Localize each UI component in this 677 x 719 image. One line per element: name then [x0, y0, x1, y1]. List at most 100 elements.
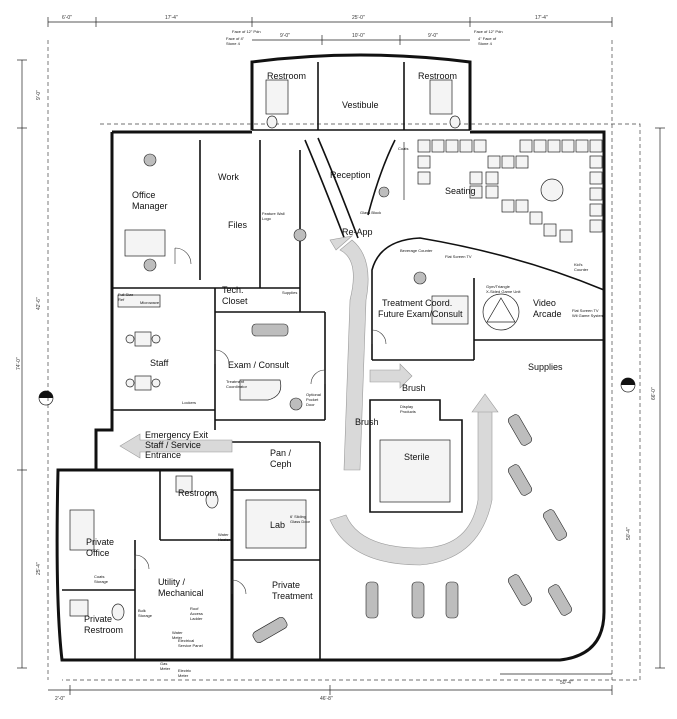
label-office-manager-1: Office [132, 190, 155, 200]
label-treatment-coord-2: Future Exam/Consult [378, 309, 463, 319]
dim-top-1: 6'-0" [62, 15, 72, 21]
note-glass-block: Glass Block [360, 210, 381, 215]
label-private-office-1: Private [86, 537, 114, 547]
dim-bottom-3: 50'-4" [560, 680, 573, 686]
label-private-office-2: Office [86, 548, 109, 558]
dim-top-sub-2: 10'-0" [352, 33, 365, 39]
note-beverage-counter: Beverage Counter [400, 248, 433, 253]
label-treatment-coord: Treatment Coord.Future Exam/Consult [378, 298, 463, 319]
note-face-4-left: Face of 4"Stone 4 [226, 36, 245, 46]
label-staff: Staff [150, 358, 169, 368]
label-pan-ceph: Pan /Ceph [270, 448, 292, 469]
plan-notes: Face of 12" Pdn Face of 4"Stone 4 Face o… [94, 29, 605, 678]
label-tech-closet: Tech.Closet [222, 285, 248, 306]
dim-bottom-2: 46'-8" [320, 696, 333, 702]
dimension-lines [17, 17, 665, 695]
label-restroom-staff: Restroom [178, 488, 217, 498]
label-office-manager-2: Manager [132, 201, 168, 211]
label-seating: Seating [445, 186, 476, 196]
label-video-arcade-1: Video [533, 298, 556, 308]
label-sterile: Sterile [404, 452, 430, 462]
label-utility-1: Utility / [158, 577, 185, 587]
label-emergency-exit-3: Entrance [145, 450, 181, 460]
dim-right-1: 66'-0" [651, 387, 657, 400]
dental-chairs [143, 153, 573, 644]
label-private-restroom-1: Private [84, 614, 112, 624]
label-emergency-exit-2: Staff / Service [145, 440, 201, 450]
note-flat-screen: Flat Screen TV [445, 254, 472, 259]
label-vestibule: Vestibule [342, 100, 379, 110]
dim-left-4: 25'-4" [36, 562, 42, 575]
label-pan-ceph-1: Pan / [270, 448, 292, 458]
label-private-treatment-2: Treatment [272, 591, 313, 601]
label-supplies: Supplies [528, 362, 563, 372]
label-work: Work [218, 172, 239, 182]
note-face-12-right: Face of 12" Pdn [474, 29, 503, 34]
label-private-restroom-2: Restroom [84, 625, 123, 635]
label-private-treatment-1: Private [272, 580, 300, 590]
dim-top-sub-1: 9'-0" [280, 33, 290, 39]
label-treatment-coord-1: Treatment Coord. [382, 298, 452, 308]
label-exam-consult: Exam / Consult [228, 360, 290, 370]
label-utility: Utility /Mechanical [158, 577, 204, 598]
label-files: Files [228, 220, 248, 230]
dim-right-2: 50'-4" [626, 527, 632, 540]
label-lab: Lab [270, 520, 285, 530]
label-video-arcade-2: Arcade [533, 309, 562, 319]
dim-top-3: 25'-0" [352, 15, 365, 21]
dim-bottom-1: 2'-0" [55, 696, 65, 702]
label-emergency-exit-1: Emergency Exit [145, 430, 209, 440]
dimension-labels: 6'-0" 17'-4" 25'-0" 17'-4" 9'-0" 10'-0" … [16, 15, 657, 702]
note-face-12-left: Face of 12" Pdn [232, 29, 261, 34]
fixtures [69, 79, 520, 621]
label-reception: Reception [330, 170, 371, 180]
dim-left-2: 42'-6" [36, 297, 42, 310]
waiting-seating [417, 139, 603, 243]
exterior-walls [55, 53, 641, 681]
label-restroom-right: Restroom [418, 71, 457, 81]
door-swings [134, 247, 387, 595]
label-brush-left: Brush [355, 417, 379, 427]
note-supplies-small: Supplies [282, 290, 297, 295]
label-restroom-left: Restroom [267, 71, 306, 81]
reception-counter [304, 137, 405, 241]
label-tech-closet-2: Closet [222, 296, 248, 306]
dim-top-4: 17'-4" [535, 15, 548, 21]
label-re-app: Re-App [342, 227, 373, 237]
grid-bubbles [38, 377, 636, 406]
note-lockers: Lockers [182, 400, 196, 405]
note-coats: Coats [398, 146, 408, 151]
label-utility-2: Mechanical [158, 588, 204, 598]
label-tech-closet-1: Tech. [222, 285, 244, 295]
circulation-arrows [119, 235, 499, 566]
note-microwave: Microwave [140, 300, 160, 305]
dim-top-2: 17'-4" [165, 15, 178, 21]
label-pan-ceph-2: Ceph [270, 459, 292, 469]
dim-left-1: 9'-0" [36, 90, 42, 100]
dim-top-sub-3: 9'-0" [428, 33, 438, 39]
